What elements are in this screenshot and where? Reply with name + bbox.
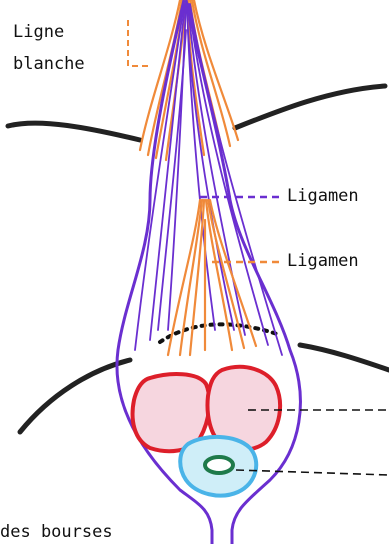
label-ligament-1: Ligamen	[287, 186, 359, 206]
label-linea-alba-line2: blanche	[13, 54, 85, 74]
skin-line-right	[300, 345, 389, 370]
abdominal-wall-line-right	[235, 86, 385, 128]
abdominal-wall-line-left	[8, 123, 140, 140]
leader-linea-alba	[128, 20, 150, 66]
leader-urethra	[236, 470, 389, 475]
skin-line-left	[20, 360, 130, 432]
urethra	[205, 457, 233, 473]
label-linea-alba-line1: Ligne	[13, 22, 64, 42]
label-scrotum: des bourses	[0, 522, 113, 542]
label-ligament-2: Ligamen	[287, 251, 359, 271]
